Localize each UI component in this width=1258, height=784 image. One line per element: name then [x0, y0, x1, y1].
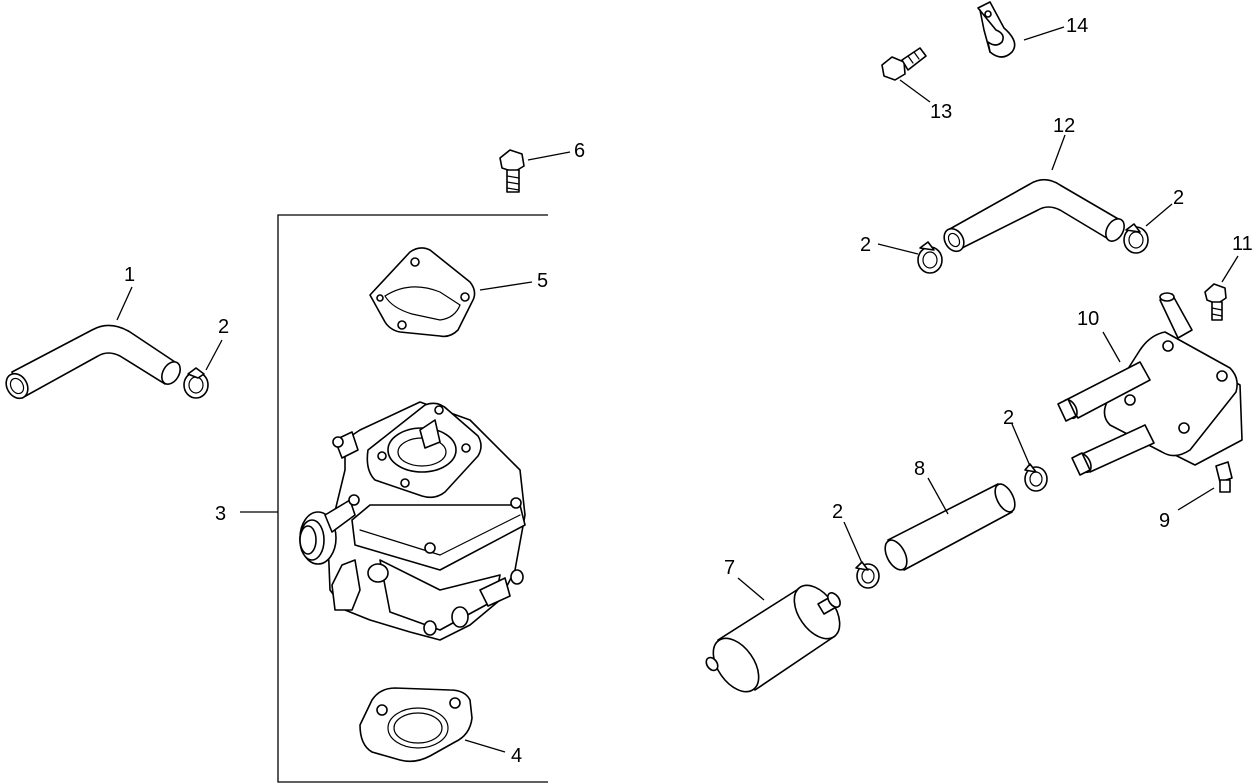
gasket-part-5 — [369, 247, 476, 338]
bolt-part-6 — [499, 149, 525, 193]
callout-5: 5 — [537, 270, 548, 292]
callout-2-upper-left: 2 — [860, 234, 871, 256]
hose-clamp-part-2 — [1123, 223, 1149, 254]
hose-part-1 — [5, 324, 181, 400]
callout-7: 7 — [724, 557, 735, 579]
callout-8: 8 — [914, 458, 925, 480]
carburetor-body — [299, 401, 526, 641]
hose-clamp-part-2 — [183, 367, 209, 399]
callout-6: 6 — [574, 140, 585, 162]
callout-9: 9 — [1159, 510, 1170, 532]
gasket-part-4 — [359, 687, 473, 763]
p-clamp-part-14 — [977, 1, 1016, 58]
callout-14: 14 — [1066, 15, 1088, 37]
callout-2-filter: 2 — [832, 501, 843, 523]
nut-part-9 — [1215, 461, 1233, 493]
callout-4: 4 — [511, 745, 522, 767]
hose-clamp-part-2 — [1024, 463, 1048, 492]
hose-part-8 — [884, 483, 1016, 571]
callout-12: 12 — [1053, 115, 1075, 137]
callout-2-upper-right: 2 — [1173, 187, 1184, 209]
fuel-pump-part-10 — [1057, 292, 1243, 476]
hose-clamp-part-2 — [855, 561, 880, 589]
callout-2-left: 2 — [218, 316, 229, 338]
bolt-part-13 — [881, 47, 927, 81]
callout-1: 1 — [124, 264, 135, 286]
callout-11: 11 — [1232, 233, 1253, 255]
callout-13: 13 — [930, 101, 952, 123]
fuel-filter-part-7 — [705, 584, 841, 693]
callout-10: 10 — [1077, 308, 1099, 330]
hose-part-12 — [943, 178, 1125, 253]
callout-3: 3 — [215, 503, 226, 525]
callout-2-hose8: 2 — [1003, 407, 1014, 429]
bolt-part-11 — [1204, 283, 1227, 321]
hose-clamp-part-2 — [917, 241, 943, 274]
carburetor-assembly-bracket — [240, 214, 548, 783]
